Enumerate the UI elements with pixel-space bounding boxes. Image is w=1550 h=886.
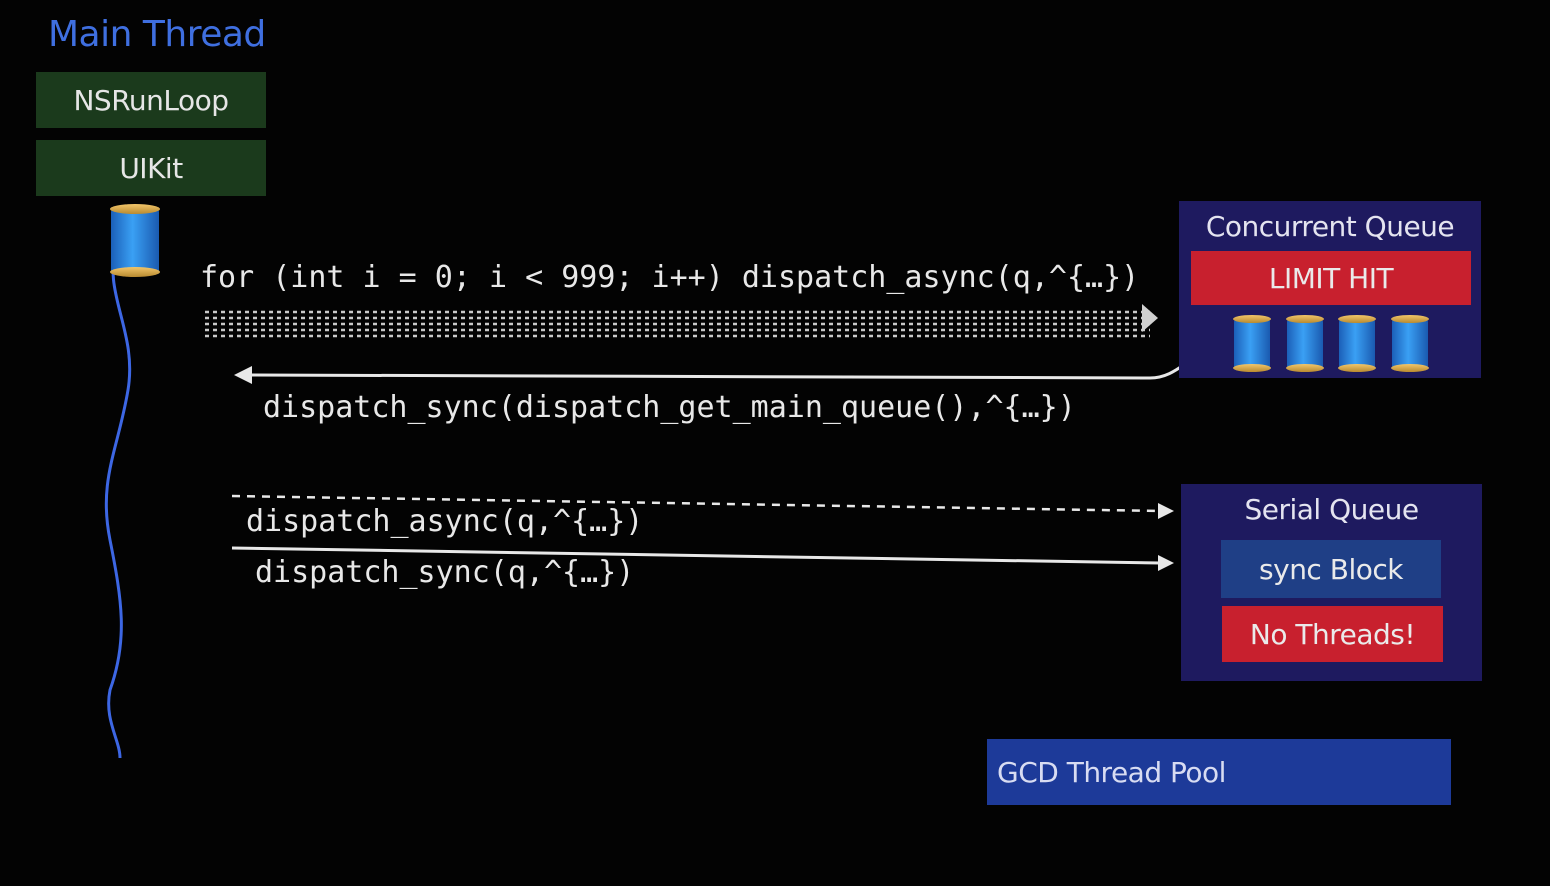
serial-async-code: dispatch_async(q,^{…}) [246,504,644,539]
loop-async-code: for (int i = 0; i < 999; i++) dispatch_a… [200,260,1140,295]
serial-queue-title: Serial Queue [1244,493,1419,526]
main-sync-code: dispatch_sync(dispatch_get_main_queue(),… [263,390,1076,425]
no-threads-badge: No Threads! [1222,606,1443,662]
serial-async-arrow [231,494,1161,513]
thread-spool-icon [1286,315,1324,372]
main-thread-title: Main Thread [48,14,266,55]
main-thread-line [104,244,132,759]
serial-queue-box: Serial Queue sync Block No Threads! [1181,484,1482,681]
concurrent-queue-title: Concurrent Queue [1205,210,1455,243]
thread-spool-icon [1233,315,1271,372]
main-sync-arrow [249,342,1231,380]
thread-spool-icon [1338,315,1376,372]
main-thread-spool-icon [110,204,160,277]
async-stream-arrows [205,310,1150,338]
uikit-box: UIKit [36,140,266,196]
async-stream-arrowhead [1142,304,1158,332]
gcd-thread-pool-bar: GCD Thread Pool [987,739,1451,805]
concurrent-thread-spools [1233,315,1429,372]
sync-block-box: sync Block [1221,540,1441,598]
limit-hit-badge: LIMIT HIT [1191,251,1471,305]
nsrunloop-box: NSRunLoop [36,72,266,128]
concurrent-queue-box: Concurrent Queue LIMIT HIT [1179,201,1481,378]
main-sync-arrowhead [234,366,252,384]
serial-sync-arrowhead [1158,555,1174,571]
serial-sync-arrow [231,546,1161,565]
thread-spool-icon [1391,315,1429,372]
serial-sync-code: dispatch_sync(q,^{…}) [255,555,635,590]
serial-async-arrowhead [1158,503,1174,519]
